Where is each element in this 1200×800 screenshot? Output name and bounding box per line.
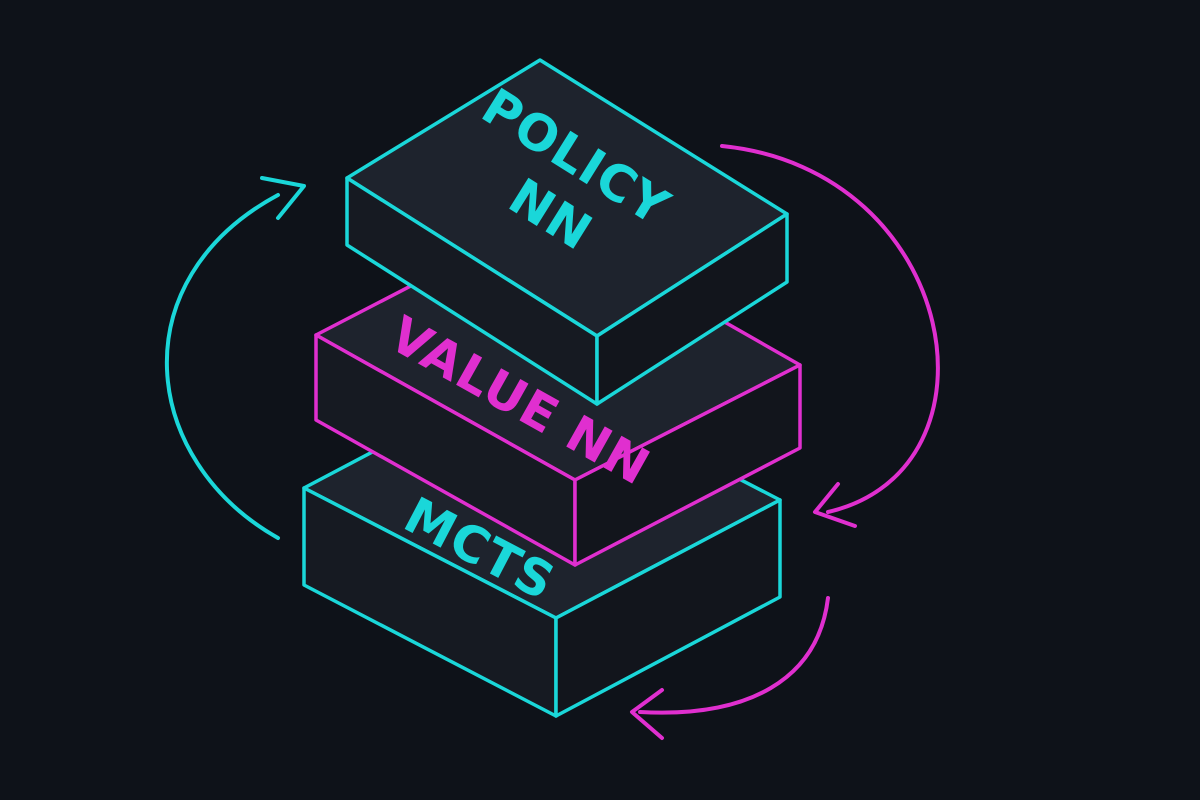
left-loop-arrow [164, 176, 306, 540]
right-loop-arrow [720, 144, 940, 528]
bottom-loop-arrow [630, 596, 830, 740]
